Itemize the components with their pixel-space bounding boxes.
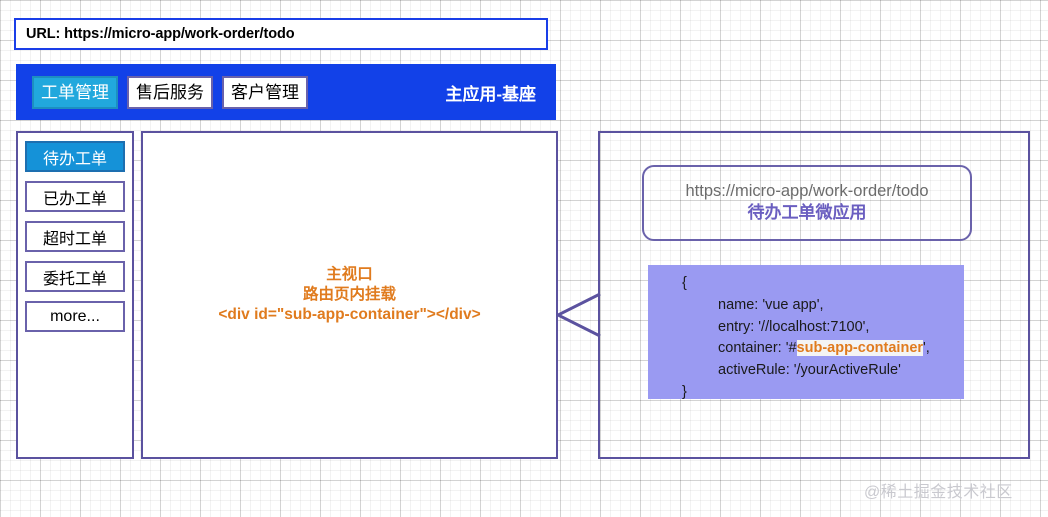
micro-app-panel: https://micro-app/work-order/todo 待办工单微应… <box>598 131 1030 459</box>
sidebar-item-label: 已办工单 <box>42 190 107 208</box>
code-container-suffix: ', <box>923 340 930 357</box>
code-line-name: name: 'vue app', <box>718 296 824 313</box>
nav-tab-after-sales[interactable]: 售后服务 <box>127 75 213 109</box>
code-container-prefix: container: '# <box>718 340 797 357</box>
viewport-line-container-markup: <div id="sub-app-container"></div> <box>218 306 481 324</box>
url-text: URL: https://micro-app/work-order/todo <box>26 26 295 42</box>
url-bar[interactable]: URL: https://micro-app/work-order/todo <box>14 18 548 50</box>
watermark: @稀土掘金技术社区 <box>864 484 1013 501</box>
code-line-active-rule: activeRule: '/yourActiveRule' <box>718 362 901 378</box>
nav-tab-customer[interactable]: 客户管理 <box>222 75 308 109</box>
sidebar-item-label: 待办工单 <box>42 150 107 168</box>
viewport-line-subtitle: 路由页内挂载 <box>302 285 396 303</box>
sidebar-panel: 待办工单 已办工单 超时工单 委托工单 more... <box>16 131 134 459</box>
code-line-close-brace: } <box>682 383 687 400</box>
code-line-open-brace: { <box>682 275 687 291</box>
micro-app-name: 待办工单微应用 <box>747 203 867 223</box>
sidebar-item-label: more... <box>50 307 100 325</box>
sidebar-item-done[interactable]: 已办工单 <box>25 181 125 212</box>
sidebar-item-todo[interactable]: 待办工单 <box>25 141 125 172</box>
arrow-left-icon <box>556 292 601 338</box>
micro-app-config-code-block: { name: 'vue app', entry: '//localhost:7… <box>648 265 964 400</box>
code-line-entry: entry: '//localhost:7100', <box>718 318 870 335</box>
micro-app-url: https://micro-app/work-order/todo <box>685 181 929 200</box>
sidebar-item-more[interactable]: more... <box>25 301 125 332</box>
code-container-highlight: sub-app-container <box>796 340 924 357</box>
sidebar-item-delegated[interactable]: 委托工单 <box>25 261 125 292</box>
sidebar-item-label: 超时工单 <box>42 230 107 248</box>
main-app-title: 主应用-基座 <box>445 84 536 104</box>
nav-tab-work-order[interactable]: 工单管理 <box>32 75 118 109</box>
nav-tab-label: 客户管理 <box>231 82 299 102</box>
top-navigation-bar: 工单管理 售后服务 客户管理 主应用-基座 <box>16 64 556 120</box>
viewport-line-title: 主视口 <box>326 265 373 283</box>
nav-tab-label: 工单管理 <box>41 82 109 102</box>
nav-tab-label: 售后服务 <box>136 82 204 102</box>
sidebar-item-overdue[interactable]: 超时工单 <box>25 221 125 252</box>
code-line-container: container: '#sub-app-container', <box>648 338 964 360</box>
micro-app-header-box: https://micro-app/work-order/todo 待办工单微应… <box>642 165 972 241</box>
main-viewport-box: 主视口 路由页内挂载 <div id="sub-app-container"><… <box>141 131 558 459</box>
sidebar-item-label: 委托工单 <box>42 270 107 288</box>
